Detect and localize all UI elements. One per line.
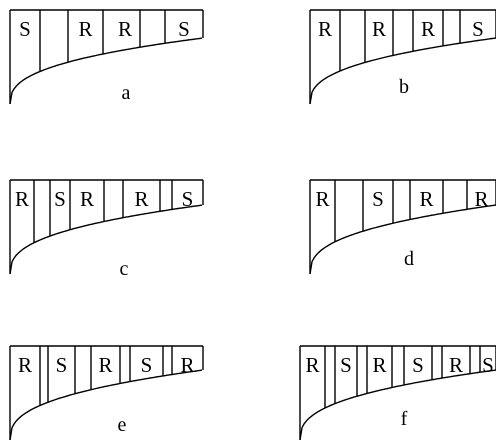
panel-caption: a bbox=[122, 82, 131, 104]
cell-label: R bbox=[78, 17, 92, 41]
cell-label: R bbox=[372, 353, 386, 377]
panel-caption: b bbox=[399, 76, 409, 98]
cell-label: R bbox=[421, 17, 435, 41]
cell-label: R bbox=[318, 17, 332, 41]
cell-label: S bbox=[178, 17, 190, 41]
cell-label: R bbox=[118, 17, 132, 41]
cell-label: S bbox=[412, 353, 424, 377]
cell-label: R bbox=[18, 353, 32, 377]
panel-d: R S R Rd bbox=[309, 179, 496, 275]
cell-label: R bbox=[180, 353, 194, 377]
cell-label: R bbox=[305, 353, 319, 377]
cell-label: R bbox=[449, 353, 463, 377]
cell-label: S bbox=[182, 187, 194, 211]
cell-label: S bbox=[340, 353, 352, 377]
cell-label: R bbox=[419, 187, 433, 211]
panel-b: R R R Sb bbox=[309, 9, 496, 105]
panel-curve bbox=[309, 204, 496, 275]
cell-label: S bbox=[372, 187, 384, 211]
cell-label: R bbox=[315, 187, 329, 211]
panel-curve bbox=[9, 369, 203, 440]
panel-caption: d bbox=[404, 248, 414, 270]
cell-label: R bbox=[98, 353, 112, 377]
panel-caption: c bbox=[120, 258, 129, 280]
cell-label: R bbox=[474, 187, 488, 211]
panel-a: S R R Sa bbox=[9, 9, 204, 105]
cell-label: S bbox=[54, 187, 66, 211]
panel-caption: e bbox=[118, 414, 127, 436]
panel-curve bbox=[299, 369, 496, 440]
cell-label: R bbox=[80, 187, 94, 211]
cell-label: S bbox=[19, 17, 31, 41]
panel-caption: f bbox=[401, 408, 408, 430]
cell-label: R bbox=[372, 17, 386, 41]
cell-label: S bbox=[472, 17, 484, 41]
cell-label: S bbox=[482, 353, 494, 377]
cell-label: R bbox=[134, 187, 148, 211]
cell-label: R bbox=[15, 187, 29, 211]
cell-label: S bbox=[141, 353, 153, 377]
panel-curve bbox=[9, 37, 203, 105]
panel-curve bbox=[9, 204, 203, 275]
panel-curve bbox=[309, 37, 496, 105]
cell-label: S bbox=[56, 353, 68, 377]
